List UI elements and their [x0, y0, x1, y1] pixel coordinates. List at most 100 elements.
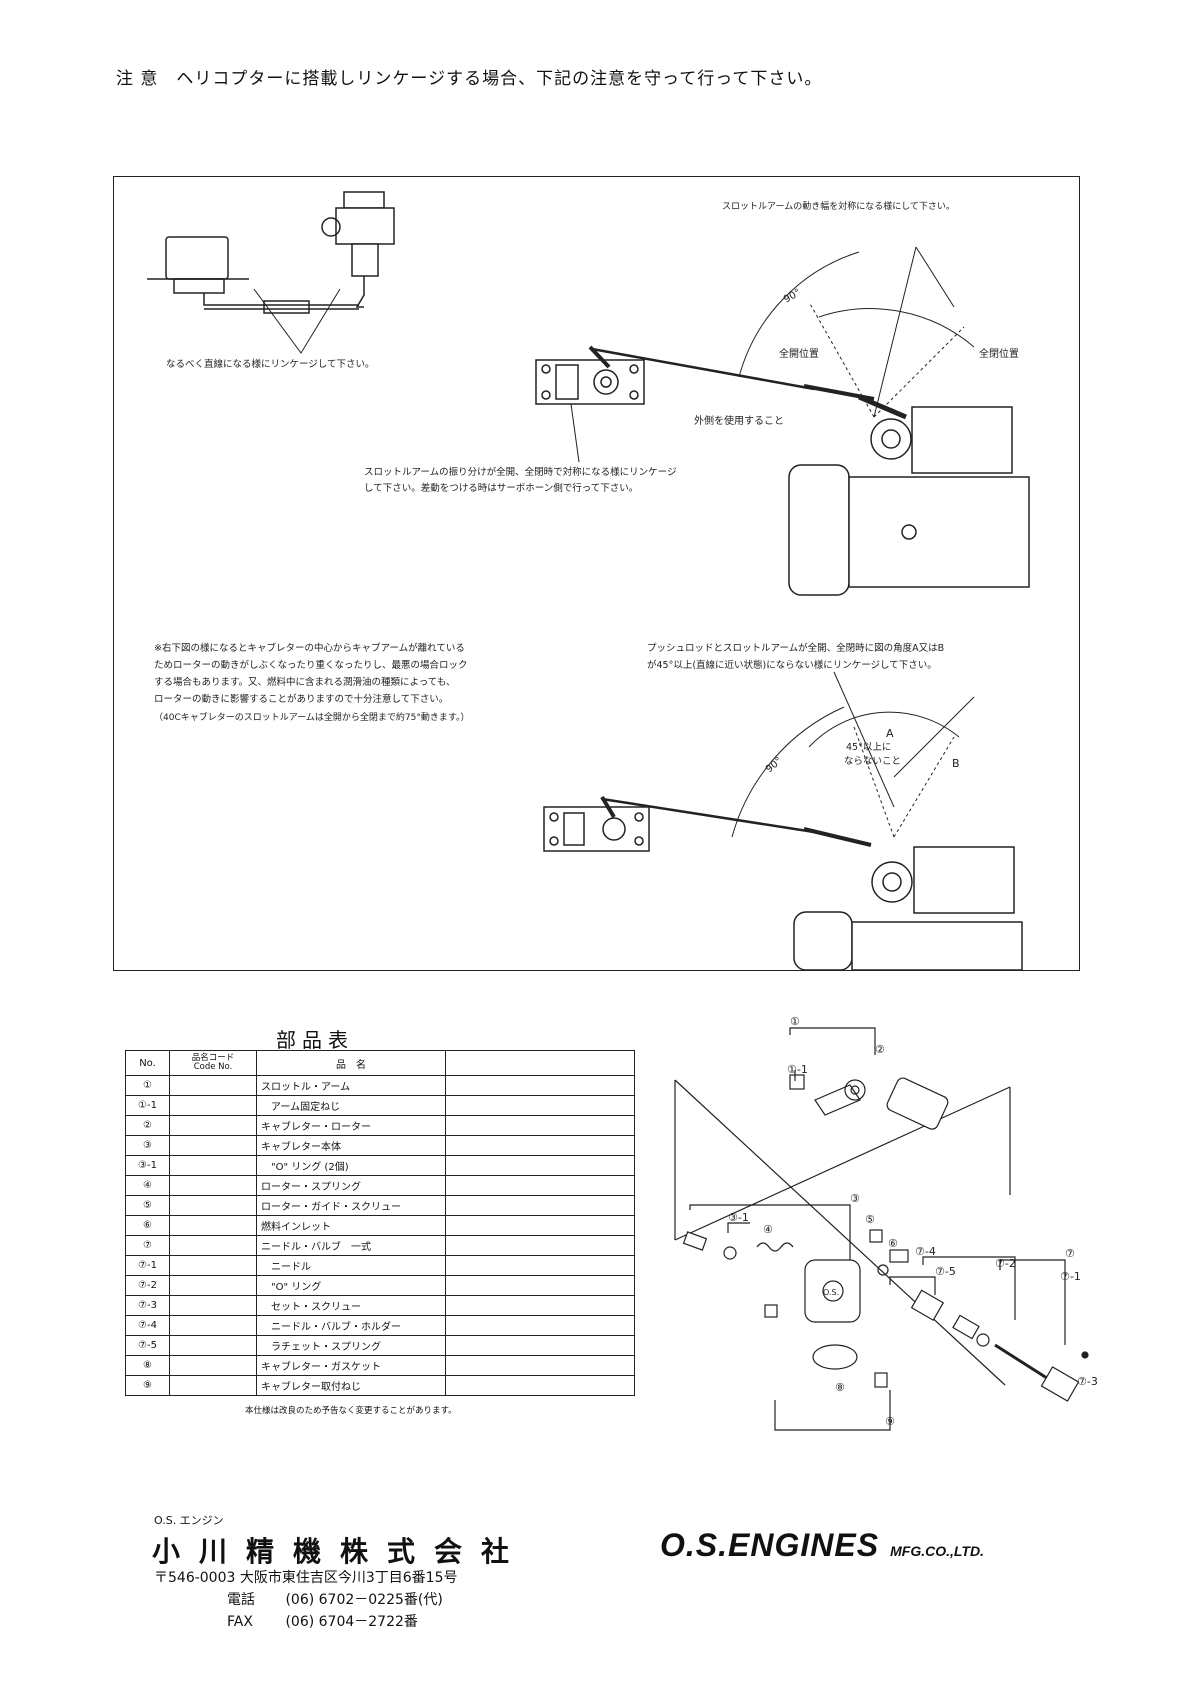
tel-number: (06) 6702－0225番(代) — [285, 1592, 443, 1608]
part-name: ローター・ガイド・スクリュー — [256, 1195, 446, 1216]
part-number: ⑦-4 — [125, 1315, 170, 1336]
part-blank — [445, 1195, 635, 1216]
part-number: ③-1 — [125, 1155, 170, 1176]
part-code — [169, 1355, 257, 1376]
part-number: ⑧ — [125, 1355, 170, 1376]
part-number: ⑦-3 — [125, 1295, 170, 1316]
callout-label: ① — [790, 1015, 800, 1028]
rotor-warning-1: ※右下図の様になるとキャブレターの中心からキャブアームが離れている — [154, 642, 465, 654]
part-blank — [445, 1335, 635, 1356]
part-code — [169, 1235, 257, 1256]
part-code — [169, 1135, 257, 1156]
part-number: ⑦-5 — [125, 1335, 170, 1356]
table-row: ①-1 アーム固定ねじ — [125, 1095, 635, 1116]
part-number: ⑦-1 — [125, 1255, 170, 1276]
pushrod-note-2: が45°以上(直線に近い状態)にならない様にリンケージして下さい。 — [647, 659, 937, 671]
part-blank — [445, 1275, 635, 1296]
callout-label: ③-1 — [728, 1211, 749, 1224]
callout-label: ⑦-4 — [915, 1245, 936, 1258]
callout-label: ⑦-2 — [995, 1257, 1016, 1270]
header-no: No. — [125, 1050, 170, 1076]
part-code — [169, 1335, 257, 1356]
part-number: ⑥ — [125, 1215, 170, 1236]
angle-90-label-bottom: 90° — [764, 755, 785, 775]
part-number: ⑦ — [125, 1235, 170, 1256]
part-blank — [445, 1235, 635, 1256]
linkage-figure: なるべく直線になる様にリンケージして下さい。 — [113, 176, 1080, 971]
linkage-note: なるべく直線になる様にリンケージして下さい。 — [166, 358, 375, 370]
part-name: キャブレター・ガスケット — [256, 1355, 446, 1376]
tel-label: 電話 — [227, 1592, 255, 1608]
part-number: ④ — [125, 1175, 170, 1196]
not-over-45-label-1: 45°以上に — [846, 742, 891, 753]
part-blank — [445, 1095, 635, 1116]
pushrod-note-1: プッシュロッドとスロットルアームが全開、全閉時に図の角度A又はB — [647, 642, 944, 654]
part-code — [169, 1275, 257, 1296]
callout-label: ⑥ — [888, 1237, 898, 1250]
callout-label: ⑦-3 — [1077, 1375, 1098, 1388]
rotor-warning-2: ためローターの動きがしぶくなったり重くなったりし、最悪の場合ロック — [154, 659, 468, 671]
angle-90-label: 90° — [782, 287, 803, 305]
part-name: ローター・スプリング — [256, 1175, 446, 1196]
callout-label: ③ — [850, 1192, 860, 1205]
part-code — [169, 1095, 257, 1116]
table-row: ⑦ ニードル・バルブ 一式 — [125, 1235, 635, 1256]
table-row: ③ キャブレター本体 — [125, 1135, 635, 1156]
part-name: 燃料インレット — [256, 1215, 446, 1236]
carb-body-mark: O.S. — [823, 1288, 839, 1297]
part-number: ⑨ — [125, 1375, 170, 1396]
table-row: ④ ローター・スプリング — [125, 1175, 635, 1196]
part-name: アーム固定ねじ — [256, 1095, 446, 1116]
brand-jp: O.S. エンジン — [154, 1514, 224, 1527]
page-heading: 注 意 ヘリコプターに搭載しリンケージする場合、下記の注意を守って行って下さい。 — [116, 69, 823, 89]
part-blank — [445, 1135, 635, 1156]
part-name: ニードル・バルブ 一式 — [256, 1235, 446, 1256]
part-blank — [445, 1175, 635, 1196]
part-code — [169, 1295, 257, 1316]
callout-label: ⑦ — [1065, 1247, 1075, 1260]
callout-label: ①-1 — [787, 1063, 808, 1076]
part-number: ③ — [125, 1135, 170, 1156]
spec-note: 本仕様は改良のため予告なく変更することがあります。 — [245, 1406, 457, 1416]
symmetric-note: スロットルアームの動き幅を対称になる様にして下さい。 — [722, 200, 955, 212]
part-blank — [445, 1115, 635, 1136]
fax-number: (06) 6704－2722番 — [285, 1614, 418, 1630]
part-name: ニードル・バルブ・ホルダー — [256, 1315, 446, 1336]
part-name: キャブレター本体 — [256, 1135, 446, 1156]
part-blank — [445, 1315, 635, 1336]
callout-label: ⑦-1 — [1060, 1270, 1081, 1283]
part-code — [169, 1115, 257, 1136]
callout-label: ④ — [763, 1223, 773, 1236]
part-name: "O" リング — [256, 1275, 446, 1296]
callout-label: ⑦-5 — [935, 1265, 956, 1278]
throttle-split-note-1: スロットルアームの振り分けが全開、全閉時で対称になる様にリンケージ — [364, 466, 676, 478]
part-blank — [445, 1255, 635, 1276]
table-row: ⑥ 燃料インレット — [125, 1215, 635, 1236]
rotor-warning-3: する場合もあります。又、燃料中に含まれる潤滑油の種類によっても、 — [154, 676, 456, 688]
part-blank — [445, 1355, 635, 1376]
part-number: ①-1 — [125, 1095, 170, 1116]
part-name: スロットル・アーム — [256, 1075, 446, 1096]
table-row: ⑦-4 ニードル・バルブ・ホルダー — [125, 1315, 635, 1336]
header-blank — [445, 1050, 635, 1076]
part-code — [169, 1075, 257, 1096]
part-name: "O" リング (2個) — [256, 1155, 446, 1176]
parts-table-header: No. 品名コード Code No. 品 名 — [125, 1050, 635, 1076]
part-number: ⑦-2 — [125, 1275, 170, 1296]
part-blank — [445, 1155, 635, 1176]
logo-main: O.S.ENGINES — [660, 1527, 880, 1563]
table-row: ③-1 "O" リング (2個) — [125, 1155, 635, 1176]
logo-sub: MFG.CO.,LTD. — [890, 1543, 984, 1559]
part-blank — [445, 1375, 635, 1396]
company-tel: 電話 (06) 6702－0225番(代) — [227, 1589, 443, 1609]
linkage-illustration: なるべく直線になる様にリンケージして下さい。 — [147, 191, 1030, 970]
fax-label: FAX — [227, 1614, 253, 1630]
